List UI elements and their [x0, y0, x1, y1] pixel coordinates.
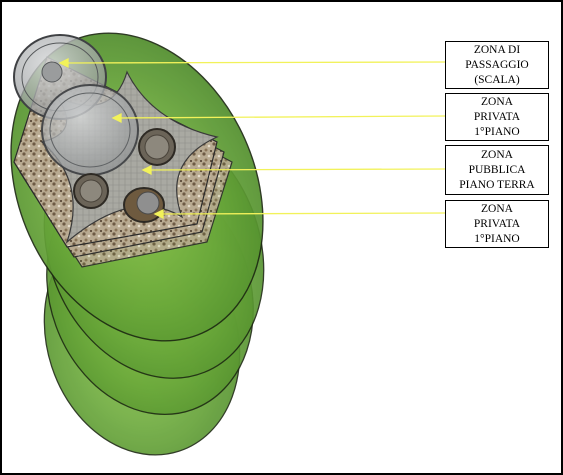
label-stair-passage: ZONA DI PASSAGGIO (SCALA)	[445, 41, 549, 89]
leader-line	[117, 115, 446, 119]
label-line: PRIVATA	[473, 110, 521, 123]
public-cylinder	[138, 128, 176, 166]
leader-line	[64, 61, 446, 64]
label-line: ZONA	[481, 202, 513, 215]
leader-arrowhead	[111, 112, 122, 124]
leader-arrowhead	[141, 164, 152, 176]
leader-line	[159, 212, 446, 215]
label-private-first-floor-upper: ZONA PRIVATA 1°PIANO	[445, 93, 549, 141]
label-line: PASSAGGIO	[465, 58, 529, 71]
private-cylinder-lower	[123, 187, 165, 223]
label-line: ZONA	[481, 95, 513, 108]
label-line: (SCALA)	[474, 73, 520, 86]
label-line: 1°PIANO	[474, 125, 520, 138]
label-public-ground-floor: ZONA PUBBLICA PIANO TERRA	[445, 145, 549, 195]
label-private-first-floor-lower: ZONA PRIVATA 1°PIANO	[445, 200, 549, 248]
private-cylinder-upper	[41, 84, 139, 176]
label-line: 1°PIANO	[474, 232, 520, 245]
side-cylinder	[73, 173, 109, 209]
label-line: PRIVATA	[473, 217, 521, 230]
label-line: ZONA DI	[473, 43, 521, 56]
leader-arrowhead	[58, 57, 69, 69]
label-line: PIANO TERRA	[459, 178, 535, 191]
leader-line	[147, 168, 446, 171]
label-line: ZONA	[481, 148, 513, 161]
label-line: PUBBLICA	[468, 163, 526, 176]
leader-lines	[58, 57, 446, 220]
leader-arrowhead	[153, 208, 164, 220]
